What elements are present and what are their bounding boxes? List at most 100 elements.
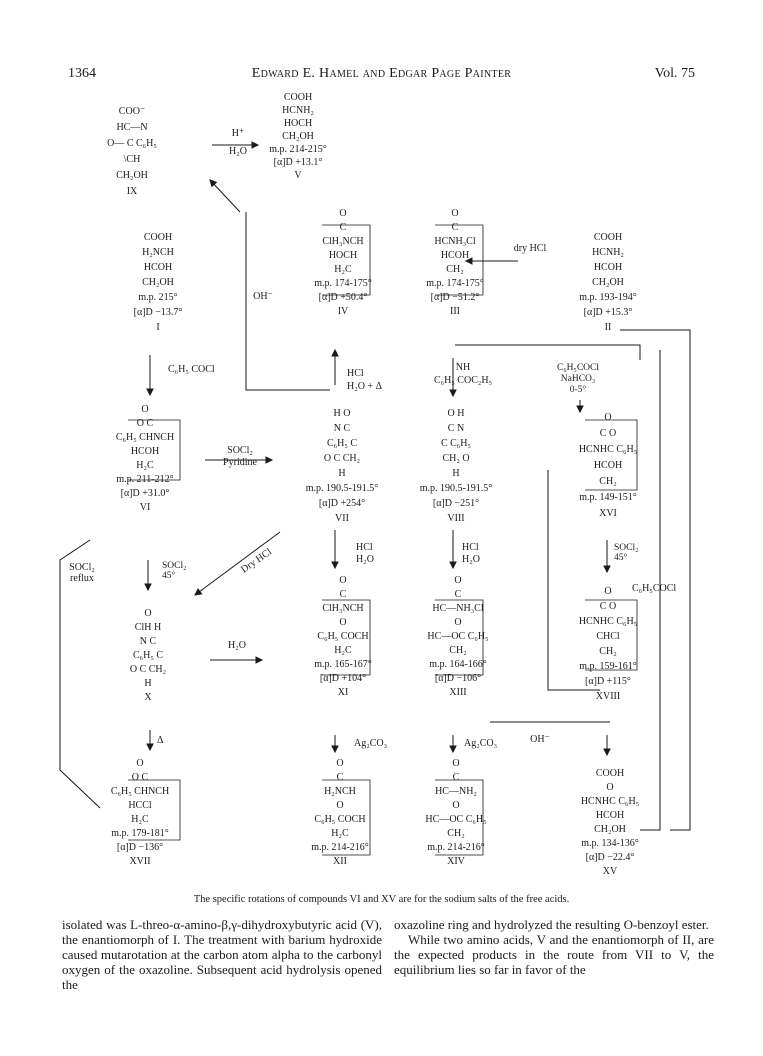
ring-bond bbox=[585, 419, 638, 491]
scheme-text-line: HCNH₂ bbox=[282, 105, 314, 116]
arrow-head bbox=[449, 561, 457, 570]
scheme-text-line: O bbox=[451, 208, 458, 219]
scheme-text-line: Ag₂CO₃ bbox=[354, 738, 387, 749]
scheme-text-line: H₂C bbox=[334, 264, 352, 275]
scheme-text-line: Pyridine bbox=[223, 457, 257, 468]
scheme-text-line: C₆H₅ CHNCH bbox=[111, 786, 169, 797]
scheme-text-line: CH₂OH bbox=[116, 170, 148, 181]
scheme-text-line: CH₂OH bbox=[594, 824, 626, 835]
arrow-head bbox=[464, 257, 473, 265]
scheme-text-line: C₆H₅ CHNCH bbox=[116, 432, 174, 443]
scheme-text-line: H₂C bbox=[331, 828, 349, 839]
scheme-text-line: HCOH bbox=[596, 810, 624, 821]
scheme-text-line: SOCl₂ bbox=[227, 445, 253, 456]
reagent-r-oh-b: OH⁻ bbox=[530, 734, 550, 745]
scheme-text-line: HCl bbox=[347, 368, 364, 379]
scheme-text-line: SOCl₂ bbox=[162, 561, 186, 571]
ring-bond bbox=[322, 224, 371, 296]
scheme-text-line: H₂C bbox=[136, 460, 154, 471]
ring-bond bbox=[585, 599, 638, 671]
scheme-text-line: COOH bbox=[594, 232, 622, 243]
scheme-text-line: C N bbox=[448, 423, 464, 434]
scheme-text-line: \CH bbox=[124, 154, 141, 165]
scheme-text-line: N C bbox=[334, 423, 351, 434]
scheme-text-line: m.p. 164-166° bbox=[429, 659, 487, 670]
scheme-text-line: C O bbox=[600, 601, 616, 612]
reagent-r-oh: OH⁻ bbox=[253, 291, 273, 302]
scheme-text-line: H₂O bbox=[462, 554, 480, 565]
scheme-text-line: HC—OC C₆H₅ bbox=[425, 814, 486, 825]
body-paragraph: isolated was L-threo-α-amino-β,γ-dihydro… bbox=[62, 917, 382, 992]
scheme-text-line: m.p. 214-216° bbox=[427, 842, 485, 853]
scheme-text-line: C₆H₅ C bbox=[327, 438, 357, 449]
scheme-text-line: HCCl bbox=[128, 800, 152, 811]
arrow-head bbox=[265, 456, 274, 464]
scheme-text-line: H bbox=[144, 678, 151, 689]
scheme-text-line: XIV bbox=[447, 856, 466, 867]
scheme-text-line: H₂O bbox=[229, 146, 247, 157]
scheme-text-line: O bbox=[339, 575, 346, 586]
scheme-text-line: O C CH₂ bbox=[130, 664, 166, 675]
scheme-text-line: m.p. 193-194° bbox=[579, 292, 637, 303]
scheme-text-line: OH⁻ bbox=[530, 734, 550, 745]
scheme-text-line: C bbox=[452, 222, 459, 233]
scheme-text-line: HCOH bbox=[594, 460, 622, 471]
arrow-head bbox=[331, 348, 339, 357]
scheme-text-line: C bbox=[453, 772, 460, 783]
ring-bond bbox=[435, 779, 484, 856]
scheme-text-line: H₂O bbox=[356, 554, 374, 565]
scheme-text-line: Δ bbox=[157, 735, 164, 746]
scheme-text-line: H₂C bbox=[131, 814, 149, 825]
scheme-text-line: HCOH bbox=[594, 262, 622, 273]
arrow-head bbox=[209, 179, 218, 188]
scheme-text-line: CH₂OH bbox=[592, 277, 624, 288]
scheme-text-line: C C₆H₅ bbox=[441, 438, 471, 449]
scheme-labels: COO⁻HC—NO— C C₆H₅\CHCH₂OHIXCOOHHCNH₂HOCH… bbox=[69, 92, 676, 877]
scheme-text-line: SOCl₂ bbox=[69, 562, 95, 573]
scheme-text-line: m.p. 149-151° bbox=[579, 492, 637, 503]
reagent-r-dry-hcl-top: dry HCl bbox=[514, 243, 547, 254]
scheme-connector bbox=[245, 212, 330, 391]
scheme-text-line: [α]D +31.0° bbox=[121, 488, 170, 499]
scheme-text-line: C₆H₅ COCH bbox=[317, 631, 368, 642]
scheme-text-line: C₆H₅ COCl bbox=[168, 364, 215, 375]
scheme-text-line: H₂O bbox=[228, 640, 246, 651]
figure-caption: The specific rotations of compounds VI a… bbox=[193, 894, 570, 905]
scheme-text-line: CH₂ bbox=[599, 476, 616, 487]
scheme-text-line: O C bbox=[137, 418, 154, 429]
ring-bond bbox=[435, 224, 484, 296]
scheme-text-line: O bbox=[454, 617, 461, 628]
scheme-text-line: I bbox=[156, 322, 159, 333]
scheme-text-line: CH₂OH bbox=[282, 131, 314, 142]
scheme-text-line: CH₂ O bbox=[442, 453, 469, 464]
reaction-arrows bbox=[59, 141, 691, 856]
scheme-text-line: [α]D −251° bbox=[433, 498, 479, 509]
scheme-text-line: N C bbox=[140, 636, 157, 647]
ring-bond bbox=[322, 599, 371, 676]
scheme-text-line: C bbox=[340, 222, 347, 233]
arrow-head bbox=[251, 141, 260, 149]
body-paragraph: While two amino acids, V and the enantio… bbox=[394, 932, 714, 977]
scheme-text-line: [α]D −136° bbox=[117, 842, 163, 853]
scheme-text-line: COOH bbox=[144, 232, 172, 243]
arrow-head bbox=[576, 405, 584, 414]
arrow-head bbox=[146, 743, 154, 752]
scheme-text-line: O— C C₆H₅ bbox=[107, 138, 157, 149]
scheme-text-line: V bbox=[294, 170, 302, 181]
arrow-head bbox=[603, 748, 611, 757]
scheme-text-line: VI bbox=[140, 502, 151, 513]
scheme-text-line: HCNHC C₆H₅ bbox=[581, 796, 639, 807]
scheme-text-line: HCl bbox=[356, 542, 373, 553]
